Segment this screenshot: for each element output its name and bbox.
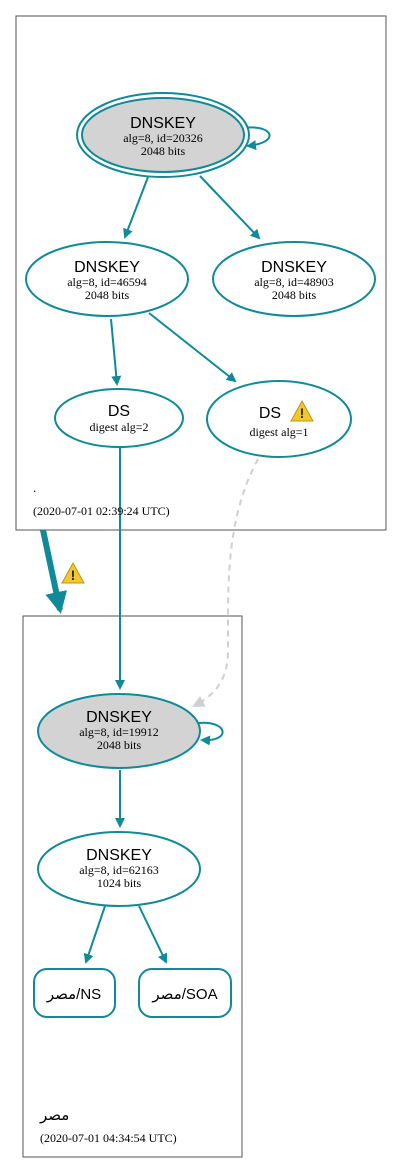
node-eg-ns[interactable]: مصر/NS (33, 968, 116, 1018)
node-root-ksk[interactable]: DNSKEY alg=8, id=20326 2048 bits (76, 92, 250, 178)
zone-egypt-label: مصر (39, 1107, 69, 1124)
edge-zsk1-ds2 (110, 318, 122, 386)
zone-root-label: . (33, 480, 36, 495)
node-eg-ksk-line2: 2048 bits (97, 738, 142, 752)
edge-zsk1-ds1 (148, 312, 237, 383)
edge-root-ksk-zsk2 (199, 175, 261, 240)
node-root-ksk-line1: alg=8, id=20326 (123, 131, 203, 145)
warning-icon: ! (290, 399, 314, 422)
edge-delegation (40, 529, 68, 614)
node-eg-soa[interactable]: مصر/SOA (138, 968, 232, 1018)
node-ds-alg2-line1: digest alg=2 (89, 420, 148, 434)
node-ds-alg2-title: DS (108, 403, 130, 420)
node-eg-zsk-line2: 1024 bits (97, 876, 142, 890)
svg-text:!: ! (71, 567, 76, 583)
node-eg-ns-label: مصر/NS (46, 986, 101, 1003)
zone-egypt-timestamp: (2020-07-01 04:34:54 UTC) (40, 1131, 177, 1145)
svg-text:!: ! (300, 405, 305, 421)
node-root-zsk1-line2: 2048 bits (85, 288, 130, 302)
node-eg-ksk-title: DNSKEY (86, 709, 152, 726)
node-ds-alg1-title: DS (259, 405, 281, 422)
node-root-zsk1-title: DNSKEY (74, 259, 140, 276)
node-root-zsk1-line1: alg=8, id=46594 (67, 275, 147, 289)
node-eg-soa-label: مصر/SOA (151, 986, 217, 1003)
edge-root-ksk-self (243, 126, 271, 151)
zone-root-box (15, 15, 387, 531)
node-eg-zsk[interactable]: DNSKEY alg=8, id=62163 1024 bits (37, 831, 201, 907)
warning-icon: ! (61, 561, 85, 584)
node-root-ksk-title: DNSKEY (130, 115, 196, 132)
edge-root-ksk-zsk1 (123, 176, 149, 239)
node-root-zsk2-line1: alg=8, id=48903 (254, 275, 334, 289)
node-root-zsk1[interactable]: DNSKEY alg=8, id=46594 2048 bits (25, 241, 189, 317)
node-root-zsk2-title: DNSKEY (261, 259, 327, 276)
edge-eg-ksk-self (197, 721, 224, 746)
node-ds-alg1[interactable]: DS ! digest alg=1 (206, 380, 352, 458)
node-eg-ksk-line1: alg=8, id=19912 (79, 725, 159, 739)
node-root-zsk2-line2: 2048 bits (272, 288, 317, 302)
edge-ds1-eg-ksk (192, 458, 259, 707)
node-eg-zsk-line1: alg=8, id=62163 (79, 863, 159, 877)
zone-egypt-box (22, 615, 243, 1158)
node-eg-zsk-title: DNSKEY (86, 847, 152, 864)
node-ds-alg1-line1: digest alg=1 (249, 425, 308, 439)
node-root-ksk-line2: 2048 bits (141, 144, 186, 158)
node-eg-ksk[interactable]: DNSKEY alg=8, id=19912 2048 bits (37, 693, 201, 769)
edge-eg-zsk-ns (83, 905, 106, 964)
node-root-zsk2[interactable]: DNSKEY alg=8, id=48903 2048 bits (212, 241, 376, 317)
edges (83, 126, 271, 964)
zone-root-timestamp: (2020-07-01 02:39:24 UTC) (33, 504, 170, 518)
node-ds-alg2[interactable]: DS digest alg=2 (54, 388, 184, 448)
edge-eg-zsk-soa (138, 905, 168, 964)
